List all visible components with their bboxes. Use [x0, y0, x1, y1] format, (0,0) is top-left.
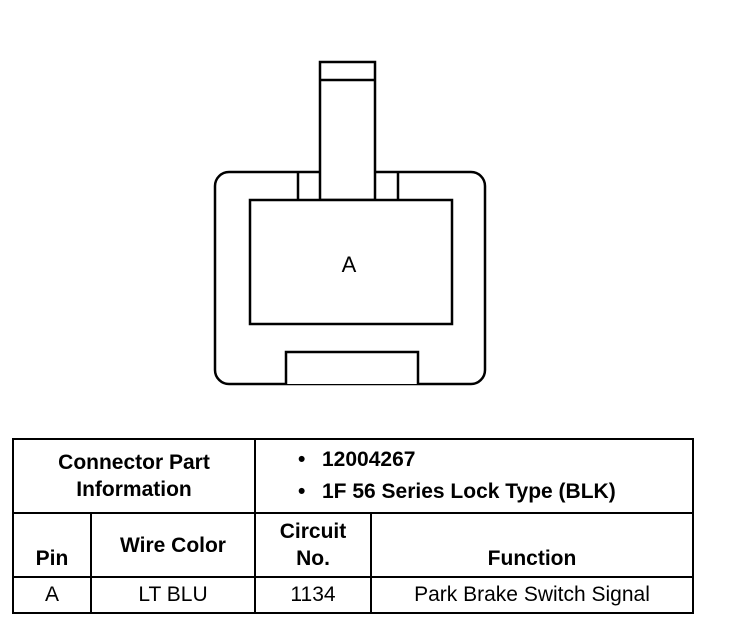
- connector-part-label-line1: Connector Part: [58, 451, 210, 474]
- connector-part-info-label: Connector Part Information: [12, 438, 256, 514]
- circuit-no-header: Circuit No.: [254, 512, 372, 578]
- connector-part-info-row: Connector Part Information • 12004267 • 1F…: [12, 438, 695, 514]
- pin-header-text: Pin: [35, 547, 69, 570]
- connector-part-info-list: • 12004267 • 1F 56 Series Lock Type (BLK): [253, 438, 695, 514]
- circuit-cell: 1134: [254, 576, 372, 614]
- circuit-header-line2: No.: [296, 547, 330, 570]
- wire-color-cell: LT BLU: [90, 576, 256, 614]
- terminal-cavity: [248, 198, 454, 326]
- circuit-header-line1: Circuit: [279, 520, 347, 543]
- connector-key-notch: [284, 350, 420, 384]
- function-header-text: Function: [487, 547, 577, 570]
- wire-color-header-text: Wire Color: [120, 533, 226, 557]
- bullet-marker: •: [298, 480, 306, 503]
- connector-part-label-line2: Information: [76, 478, 192, 501]
- function-cell: Park Brake Switch Signal: [369, 576, 695, 614]
- cavity-label-a: A: [342, 252, 357, 277]
- column-header-row: Pin Wire Color Circuit No. Function: [12, 512, 695, 578]
- function-header: Function: [369, 512, 695, 578]
- series-item: • 1F 56 Series Lock Type (BLK): [298, 476, 692, 508]
- bullet-marker: •: [298, 448, 306, 471]
- part-number: 12004267: [322, 448, 416, 471]
- connector-series: 1F 56 Series Lock Type (BLK): [322, 480, 616, 503]
- wire-color-header: Wire Color: [90, 512, 256, 578]
- table-row: A LT BLU 1134 Park Brake Switch Signal: [12, 576, 695, 614]
- pin-cell: A: [12, 576, 92, 614]
- connector-info-table: Connector Part Information • 12004267 • 1F…: [12, 438, 695, 614]
- connector-diagram: A: [213, 60, 487, 386]
- pin-header: Pin: [12, 512, 92, 578]
- connector-lock-tab: [318, 60, 377, 202]
- part-number-item: • 12004267: [298, 444, 692, 476]
